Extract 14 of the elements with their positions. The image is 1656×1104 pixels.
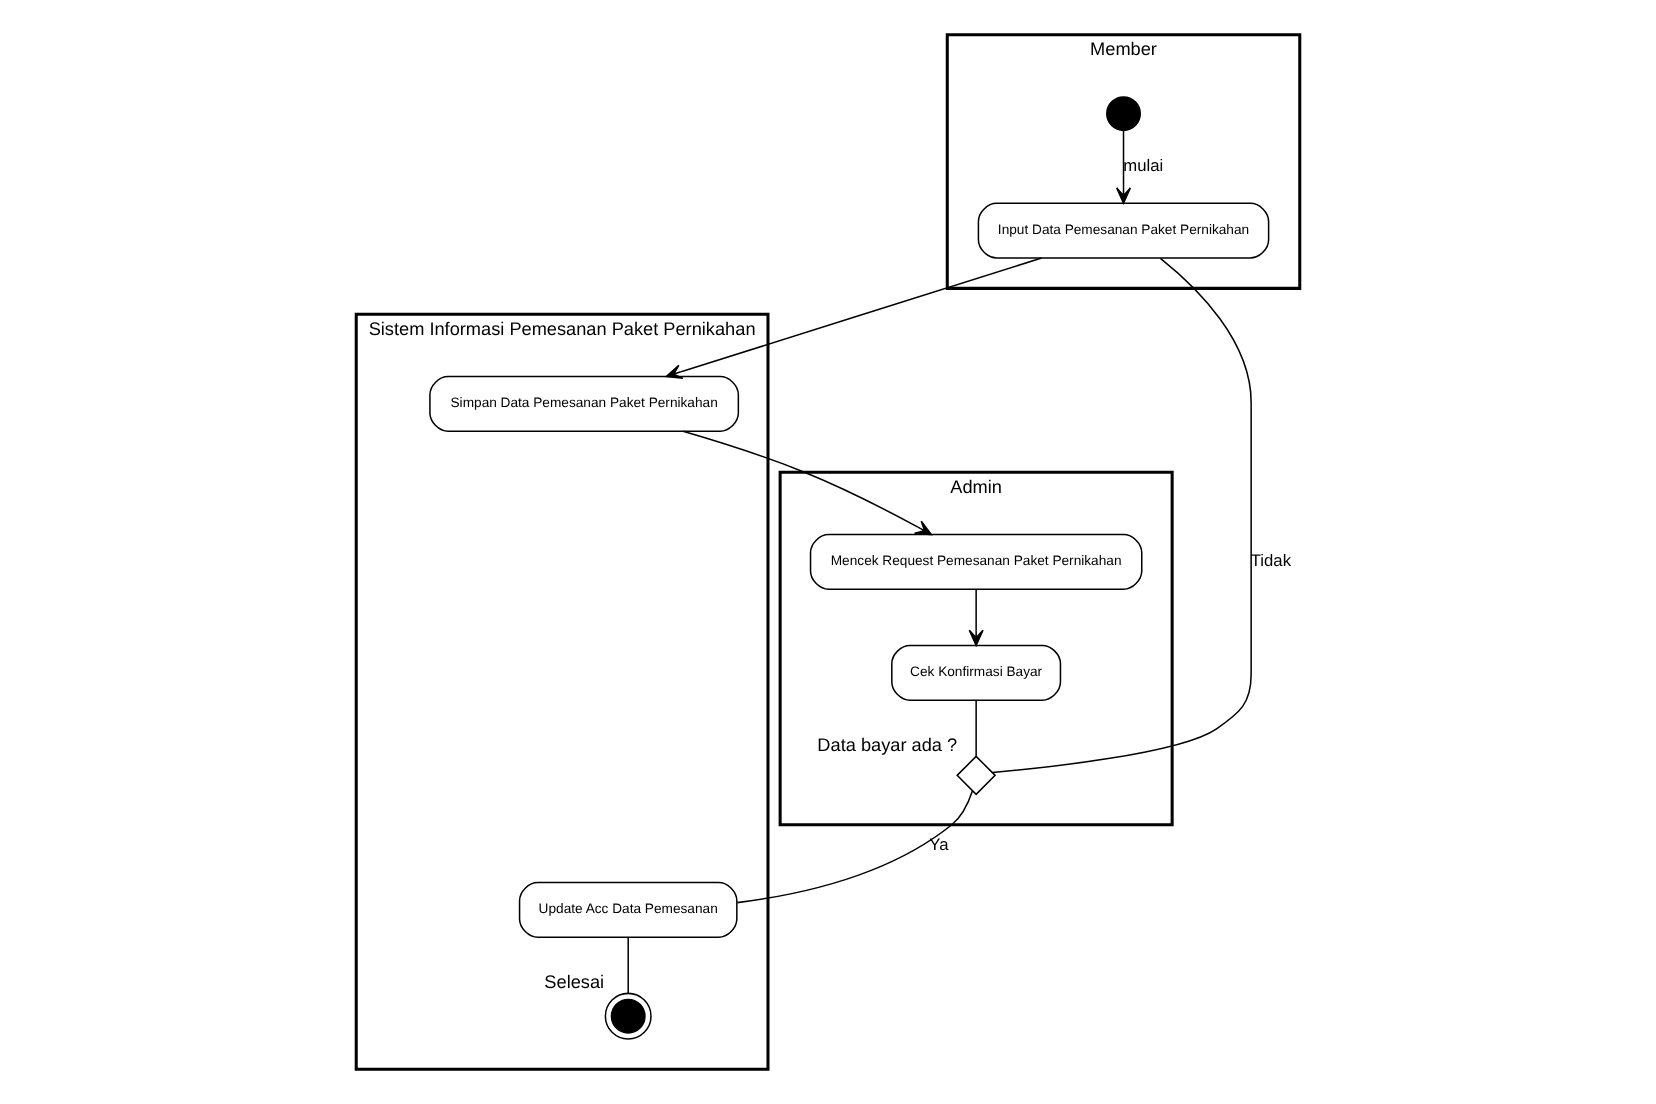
arrow: [682, 430, 933, 536]
node-circle: [1106, 96, 1141, 132]
edge-label: Ya: [929, 834, 949, 855]
connector: [736, 790, 974, 904]
node-label: Data bayar ada ?: [817, 735, 958, 756]
node-label: Selesai: [544, 972, 605, 993]
node-diamond: [956, 755, 997, 796]
arrow: [968, 588, 984, 647]
edge-label: mulai: [1123, 155, 1164, 176]
arrow: [1115, 129, 1132, 204]
connector: [991, 257, 1252, 774]
connector: [627, 936, 629, 994]
connector: [975, 699, 977, 757]
node-circle: [604, 992, 652, 1040]
